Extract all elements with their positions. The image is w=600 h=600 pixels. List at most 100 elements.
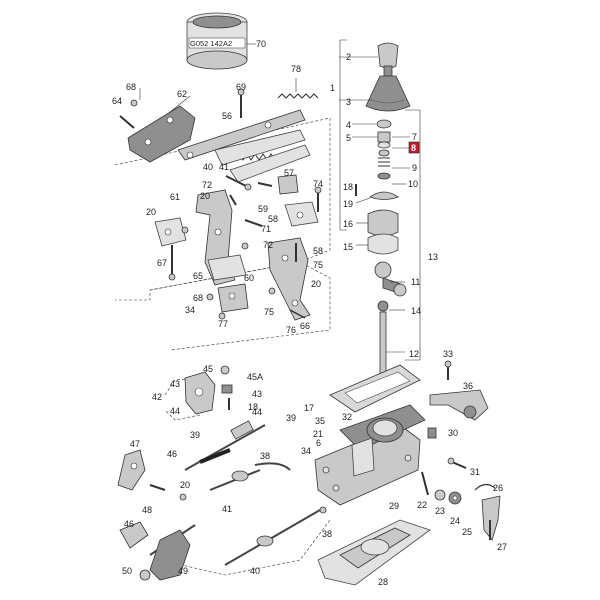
callout-8[interactable]: 8 — [411, 143, 416, 153]
callout-58b[interactable]: 58 — [313, 246, 323, 256]
callout-40b[interactable]: 40 — [250, 566, 260, 576]
upper-linkage[interactable] — [119, 88, 319, 183]
callout-18a[interactable]: 18 — [343, 182, 353, 192]
callout-11[interactable]: 11 — [411, 277, 420, 287]
gear-knob-assembly[interactable] — [355, 42, 411, 393]
callout-58a[interactable]: 58 — [268, 214, 278, 224]
callout-28[interactable]: 28 — [378, 577, 388, 587]
callout-39b[interactable]: 39 — [190, 430, 200, 440]
callout-43b[interactable]: 43 — [252, 389, 262, 399]
callout-4[interactable]: 4 — [346, 120, 351, 130]
callout-20d[interactable]: 20 — [180, 480, 190, 490]
callout-68[interactable]: 68 — [126, 82, 136, 92]
callout-46b[interactable]: 46 — [124, 519, 134, 529]
callout-72a[interactable]: 72 — [202, 180, 212, 190]
callout-14[interactable]: 14 — [411, 306, 421, 316]
callout-41b[interactable]: 41 — [222, 504, 232, 514]
callout-60[interactable]: 60 — [244, 273, 254, 283]
callout-10[interactable]: 10 — [408, 179, 418, 189]
callout-33[interactable]: 33 — [443, 349, 453, 359]
callout-5[interactable]: 5 — [346, 133, 351, 143]
callout-66[interactable]: 66 — [300, 321, 310, 331]
callout-32[interactable]: 32 — [342, 412, 352, 422]
callout-72b[interactable]: 72 — [263, 240, 273, 250]
callout-13[interactable]: 13 — [428, 252, 438, 262]
callout-75a[interactable]: 75 — [313, 260, 323, 270]
callout-44b[interactable]: 44 — [252, 407, 262, 417]
callout-7[interactable]: 7 — [412, 132, 417, 142]
base-plate[interactable] — [317, 519, 431, 586]
callout-36[interactable]: 36 — [463, 381, 473, 391]
callout-42[interactable]: 42 — [152, 392, 162, 402]
callout-59[interactable]: 59 — [258, 204, 268, 214]
callout-9[interactable]: 9 — [412, 163, 417, 173]
callout-31[interactable]: 31 — [470, 467, 480, 477]
callout-17[interactable]: 17 — [304, 403, 314, 413]
right-side-parts[interactable] — [421, 360, 501, 541]
lower-left-levers[interactable] — [117, 449, 191, 581]
callout-77[interactable]: 77 — [218, 319, 228, 329]
callout-61[interactable]: 61 — [170, 192, 180, 202]
callout-45[interactable]: 45 — [203, 364, 213, 374]
callout-57[interactable]: 57 — [284, 168, 294, 178]
callout-45A[interactable]: 45A — [247, 372, 263, 382]
callout-46a[interactable]: 46 — [167, 449, 177, 459]
callout-21[interactable]: 21 — [313, 429, 323, 439]
callout-62[interactable]: 62 — [177, 89, 187, 99]
gasket-frame[interactable] — [329, 364, 421, 413]
callout-20b[interactable]: 20 — [146, 207, 156, 217]
callout-23[interactable]: 23 — [435, 506, 445, 516]
callout-76[interactable]: 76 — [286, 325, 296, 335]
callout-20c[interactable]: 20 — [311, 279, 321, 289]
selector-assembly-right[interactable] — [241, 174, 322, 321]
callout-49[interactable]: 49 — [178, 566, 188, 576]
shifter-housing[interactable] — [314, 404, 426, 506]
callout-41a[interactable]: 41 — [219, 162, 229, 172]
callout-47[interactable]: 47 — [130, 439, 140, 449]
callout-39a[interactable]: 39 — [286, 413, 296, 423]
callout-18b[interactable]: 18 — [248, 402, 258, 412]
callout-35[interactable]: 35 — [315, 416, 325, 426]
callout-43a[interactable]: 43 — [170, 379, 180, 389]
callout-6[interactable]: 6 — [316, 438, 321, 448]
callout-25[interactable]: 25 — [462, 527, 472, 537]
callout-highlight-box — [408, 141, 420, 154]
callout-48[interactable]: 48 — [142, 505, 152, 515]
callout-26[interactable]: 26 — [493, 483, 503, 493]
left-bracket-parts[interactable] — [184, 365, 233, 415]
callout-2[interactable]: 2 — [346, 52, 351, 62]
callout-34b[interactable]: 34 — [301, 446, 311, 456]
callout-27[interactable]: 27 — [497, 542, 507, 552]
callout-78[interactable]: 78 — [291, 64, 301, 74]
callout-65[interactable]: 65 — [193, 271, 203, 281]
callout-12[interactable]: 12 — [409, 349, 419, 359]
callout-34a[interactable]: 34 — [185, 305, 195, 315]
callout-20a[interactable]: 20 — [200, 191, 210, 201]
callout-29[interactable]: 29 — [389, 501, 399, 511]
selector-assembly-left[interactable] — [154, 175, 252, 320]
callout-70[interactable]: 70 — [256, 39, 266, 49]
callout-74[interactable]: 74 — [313, 179, 323, 189]
callout-64[interactable]: 64 — [112, 96, 122, 106]
callout-16[interactable]: 16 — [343, 219, 353, 229]
callout-50[interactable]: 50 — [122, 566, 132, 576]
callout-40a[interactable]: 40 — [203, 162, 213, 172]
callout-15[interactable]: 15 — [343, 242, 353, 252]
callout-38b[interactable]: 38 — [322, 529, 332, 539]
callout-67[interactable]: 67 — [157, 258, 167, 268]
callout-38a[interactable]: 38 — [260, 451, 270, 461]
callout-3[interactable]: 3 — [346, 97, 351, 107]
shift-cables[interactable] — [149, 420, 327, 566]
callout-75b[interactable]: 75 — [264, 307, 274, 317]
callout-19[interactable]: 19 — [343, 199, 353, 209]
callout-69[interactable]: 69 — [236, 82, 246, 92]
callout-68b[interactable]: 68 — [193, 293, 203, 303]
callout-44a[interactable]: 44 — [170, 406, 180, 416]
callout-30[interactable]: 30 — [448, 428, 458, 438]
callout-22[interactable]: 22 — [417, 500, 427, 510]
callout-71[interactable]: 71 — [261, 224, 271, 234]
callout-1[interactable]: 1 — [330, 83, 335, 93]
callout-24[interactable]: 24 — [450, 516, 460, 526]
callout-56[interactable]: 56 — [222, 111, 232, 121]
grease-can[interactable]: G052 142A2 — [186, 12, 256, 70]
